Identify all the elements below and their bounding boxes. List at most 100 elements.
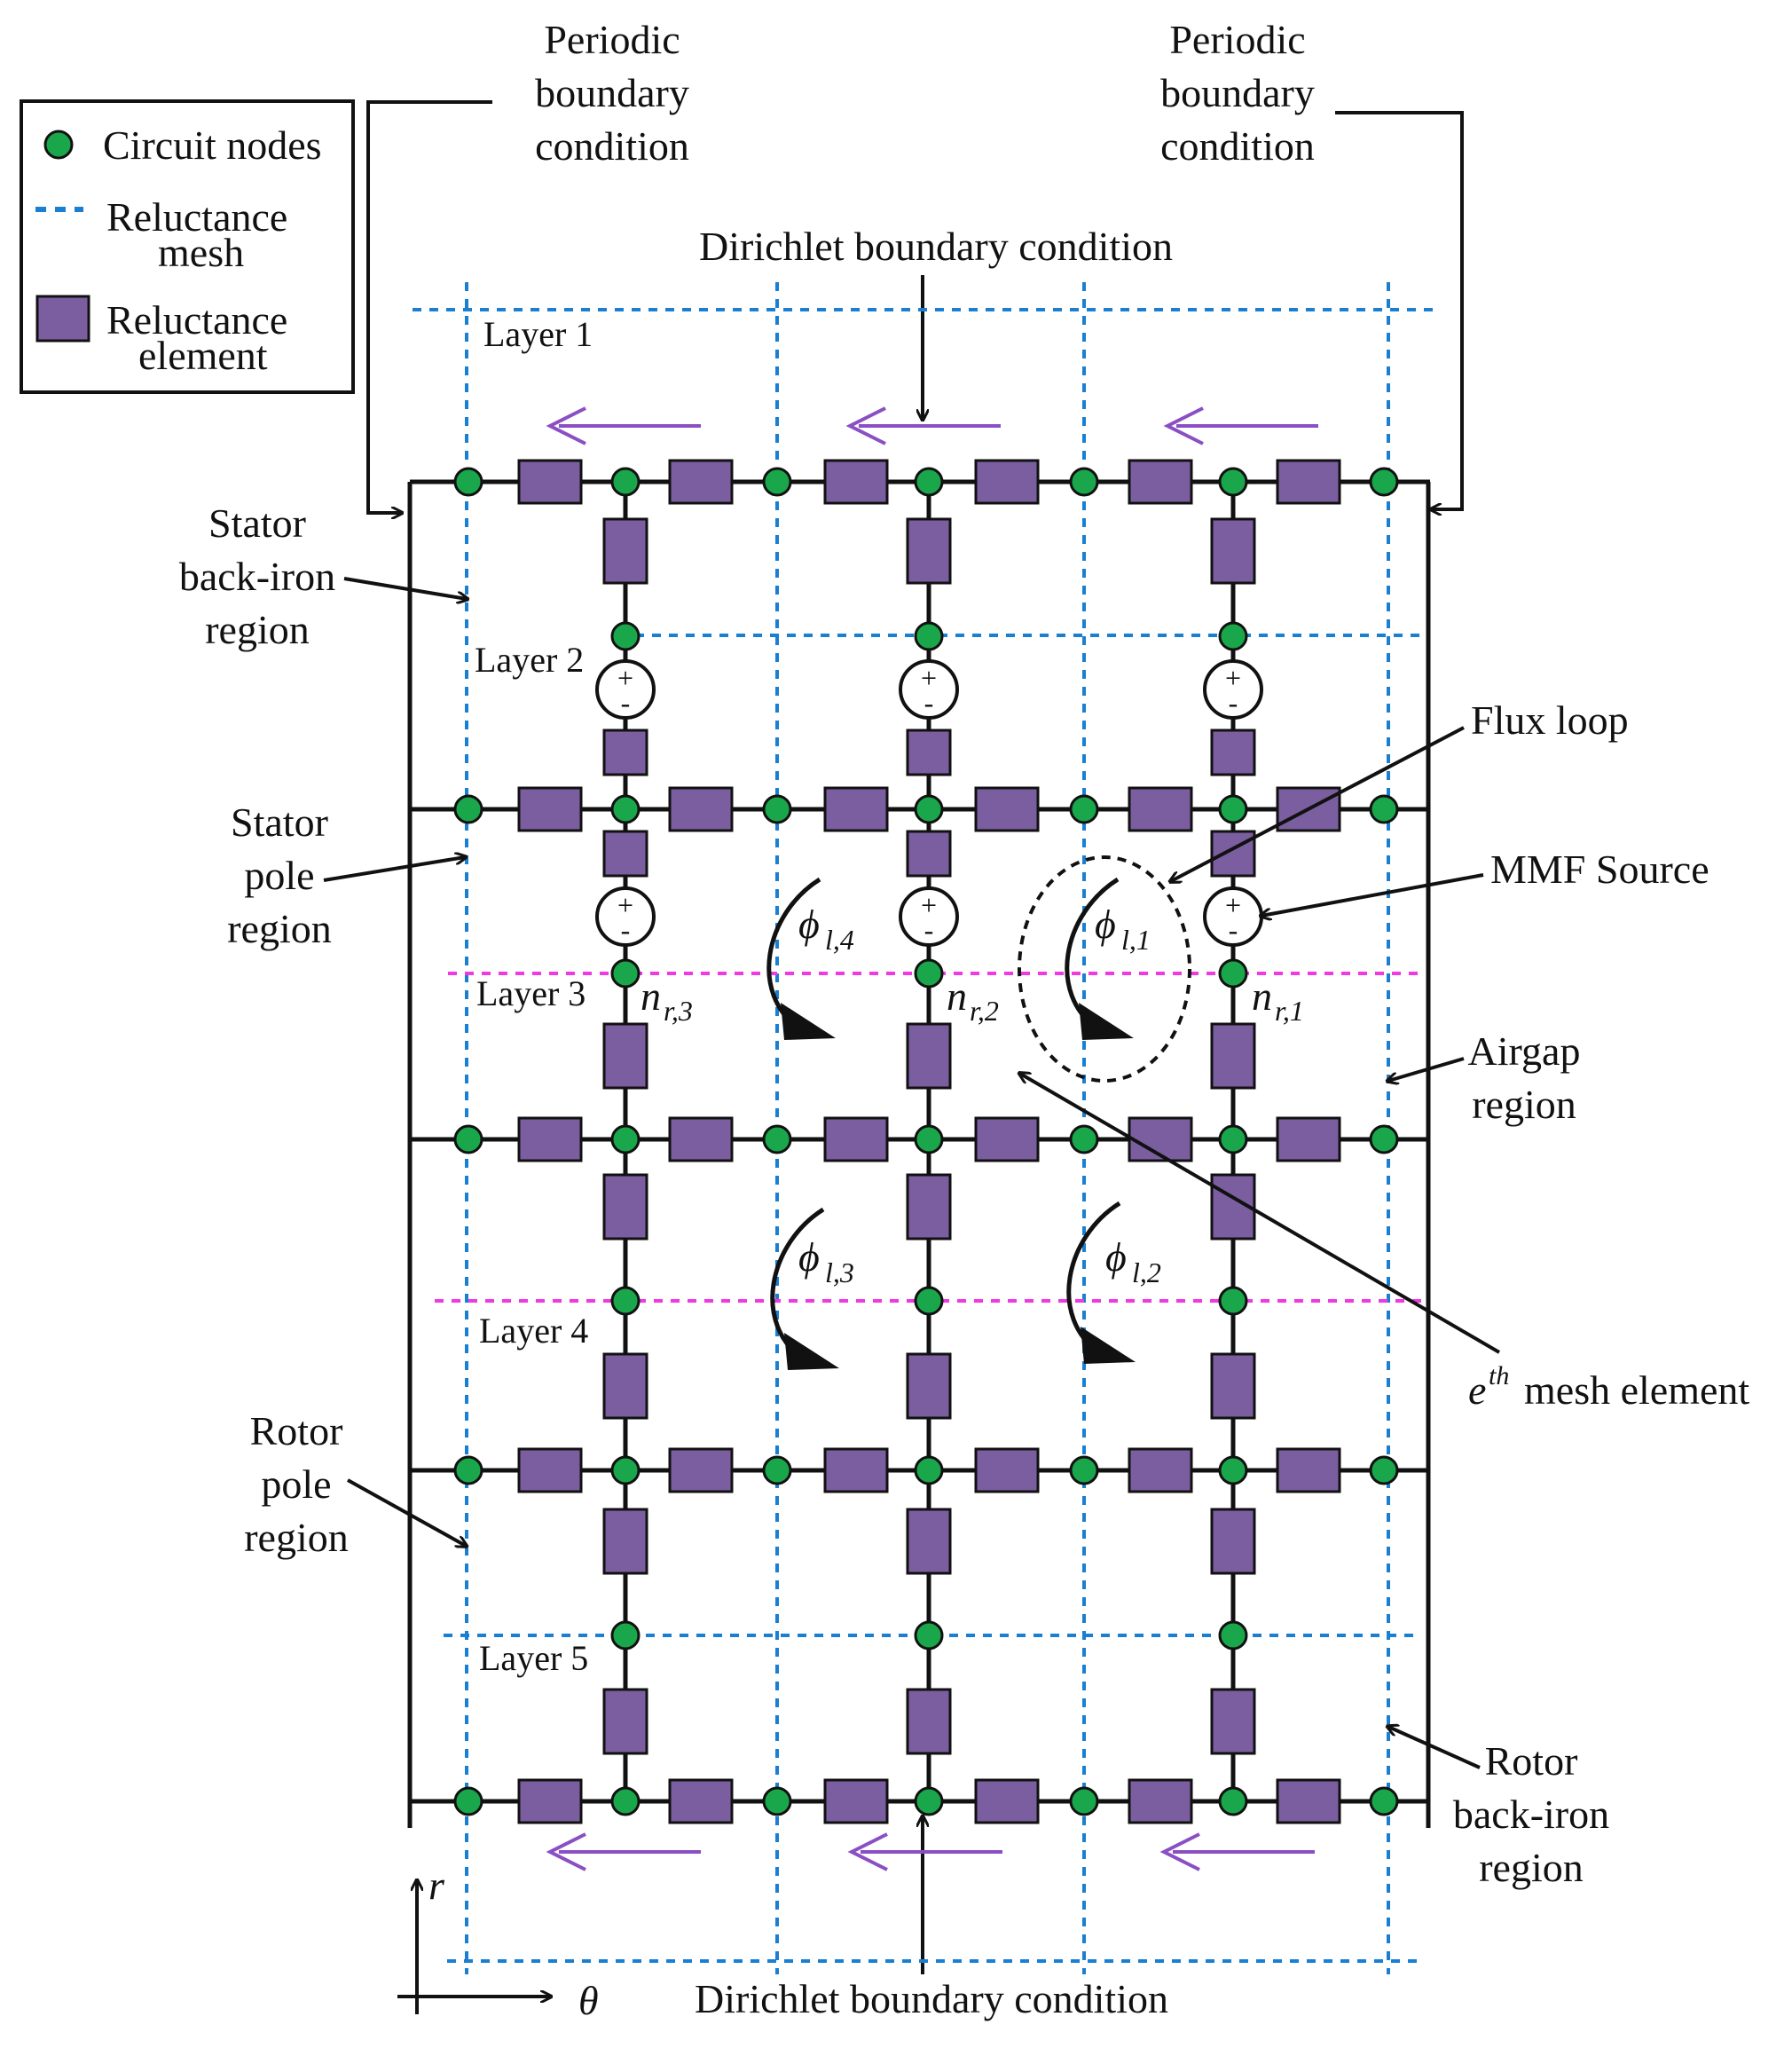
airgap-region: Airgap region xyxy=(1388,1028,1580,1127)
circuit-node-r1-c2 xyxy=(610,467,641,497)
mmf-plus-sign: + xyxy=(1225,662,1241,694)
layer-2-label: Layer 2 xyxy=(475,640,584,680)
circuit-node-r1-c3 xyxy=(762,467,792,497)
circuit-node-r4-c2 xyxy=(610,1455,641,1485)
reluctance-element-v-1-8 xyxy=(602,1688,648,1755)
reluctance-element-h-4-1 xyxy=(517,1447,583,1493)
node-nr2-symbol: n xyxy=(947,973,967,1019)
mmf-minus-sign: - xyxy=(1229,914,1238,946)
circuit-node-r4-c3 xyxy=(762,1455,792,1485)
flux-l1-symbol: ϕ xyxy=(1095,902,1116,947)
reluctance-element-v-2-4 xyxy=(906,1022,952,1090)
reluctance-element-h-4-4 xyxy=(974,1447,1040,1493)
direction-arrow-head-4 xyxy=(546,1832,586,1871)
mesh-element-text: mesh element xyxy=(1524,1367,1749,1413)
rotor-pole-region: Rotor pole region xyxy=(244,1408,466,1560)
dirichlet-top-label: Dirichlet boundary condition xyxy=(699,224,1173,269)
circuit-node-col2-4 xyxy=(914,1620,944,1650)
periodic-right-line-2: boundary xyxy=(1160,70,1315,115)
circuit-node-r3-c3 xyxy=(762,1124,792,1154)
mmf-minus-sign: - xyxy=(1229,687,1238,719)
legend-mesh-label-1: Reluctance xyxy=(106,194,287,240)
periodic-right-bracket xyxy=(1335,111,1464,509)
mmf-minus-sign: - xyxy=(621,687,631,719)
legend-element-label-1: Reluctance xyxy=(106,297,287,343)
circuit-node-r3-c4 xyxy=(914,1124,944,1154)
flux-arrowhead-l4 xyxy=(781,1003,836,1040)
circuit-node-r4-c1 xyxy=(453,1455,483,1485)
legend-box xyxy=(20,99,355,394)
circuit-node-r2-c3 xyxy=(762,794,792,824)
circuit-node-r1-c4 xyxy=(914,467,944,497)
reluctance-element-v-2-3 xyxy=(906,830,952,878)
reluctance-element-h-5-3 xyxy=(823,1778,889,1824)
mmf-plus-sign: + xyxy=(921,662,937,694)
reluctance-element-v-3-1 xyxy=(1210,517,1256,585)
legend: Circuit nodes Reluctance mesh Reluctance… xyxy=(20,99,355,394)
stator-back-iron-line-3: region xyxy=(205,607,310,652)
mmf-plus-sign: + xyxy=(921,889,937,921)
circuit-node-r4-c5 xyxy=(1069,1455,1099,1485)
layer-labels: Layer 1 Layer 2 Layer 3 Layer 4 Layer 5 xyxy=(475,314,593,1678)
reluctance-element-v-2-6 xyxy=(906,1352,952,1420)
mmf-source-pointer xyxy=(1261,873,1484,916)
flux-loop-pointer xyxy=(1171,726,1465,881)
flux-arrowhead-l2 xyxy=(1081,1327,1136,1364)
reluctance-element-v-2-2 xyxy=(906,729,952,776)
periodic-left-line-2: boundary xyxy=(535,70,689,115)
reluctance-element-h-3-6 xyxy=(1276,1116,1341,1162)
reluctance-element-v-1-4 xyxy=(602,1022,648,1090)
circuit-node-col2-3 xyxy=(914,1286,944,1316)
stator-back-iron-line-2: back-iron xyxy=(179,554,335,599)
reluctance-element-h-4-6 xyxy=(1276,1447,1341,1493)
mmf-source-1-1 xyxy=(595,659,656,720)
direction-arrow-head-1 xyxy=(546,406,586,445)
circuit-node-r3-c2 xyxy=(610,1124,641,1154)
mmf-plus-sign: + xyxy=(617,889,633,921)
reluctance-element-h-1-2 xyxy=(668,459,734,505)
flux-labels: ϕ l,4 ϕ l,1 ϕ l,3 ϕ l,2 xyxy=(798,902,1161,1288)
reluctance-element-h-3-5 xyxy=(1128,1116,1193,1162)
circuit-node-r2-c4 xyxy=(914,794,944,824)
reluctance-element-h-5-4 xyxy=(974,1778,1040,1824)
circuit-node-r3-c7 xyxy=(1369,1124,1399,1154)
reluctance-element-h-2-3 xyxy=(823,786,889,832)
flux-arrowhead-l3 xyxy=(784,1333,839,1370)
stator-pole-line-2: pole xyxy=(244,853,314,898)
circuit-node-r1-c7 xyxy=(1369,467,1399,497)
periodic-right-line-3: condition xyxy=(1160,123,1315,169)
reluctance-element-h-1-5 xyxy=(1128,459,1193,505)
periodic-right-line-1: Periodic xyxy=(1169,17,1305,62)
reluctance-element-v-1-2 xyxy=(602,729,648,776)
legend-circuit-nodes-label: Circuit nodes xyxy=(103,122,322,168)
dirichlet-bottom-label: Dirichlet boundary condition xyxy=(695,1976,1168,2021)
reluctance-element-h-1-4 xyxy=(974,459,1040,505)
flux-arrowhead-l1 xyxy=(1079,1003,1134,1040)
circuit-node-r2-c5 xyxy=(1069,794,1099,824)
stator-pole-pointer xyxy=(323,857,465,882)
airgap-line-1: Airgap xyxy=(1468,1028,1581,1074)
circuit-node-r2-c1 xyxy=(453,794,483,824)
direction-arrow-head-5 xyxy=(847,1832,888,1871)
coordinate-axes: r θ xyxy=(397,1863,599,2023)
flux-circulation-arrows xyxy=(766,877,1136,1370)
periodic-boundary-left: Periodic boundary condition xyxy=(366,17,689,513)
rotor-pole-line-3: region xyxy=(244,1515,349,1560)
flux-l2-symbol: ϕ xyxy=(1105,1234,1127,1280)
layer-1-label: Layer 1 xyxy=(483,314,593,354)
circuit-node-r5-c1 xyxy=(453,1786,483,1816)
circuit-node-r1-c5 xyxy=(1069,467,1099,497)
circuit-node-col1-4 xyxy=(610,1620,641,1650)
mmf-plus-sign: + xyxy=(1225,889,1241,921)
reluctance-element-v-1-6 xyxy=(602,1352,648,1420)
rotor-back-iron-line-3: region xyxy=(1479,1845,1584,1890)
stator-pole-line-3: region xyxy=(227,906,332,951)
reluctance-element-h-4-5 xyxy=(1128,1447,1193,1493)
reluctance-element-h-3-2 xyxy=(668,1116,734,1162)
reluctance-element-v-3-8 xyxy=(1210,1688,1256,1755)
legend-element-label-2: element xyxy=(138,333,268,378)
circuit-nodes xyxy=(453,467,1399,1816)
reluctance-element-v-1-1 xyxy=(602,517,648,585)
mmf-minus-sign: - xyxy=(621,914,631,946)
